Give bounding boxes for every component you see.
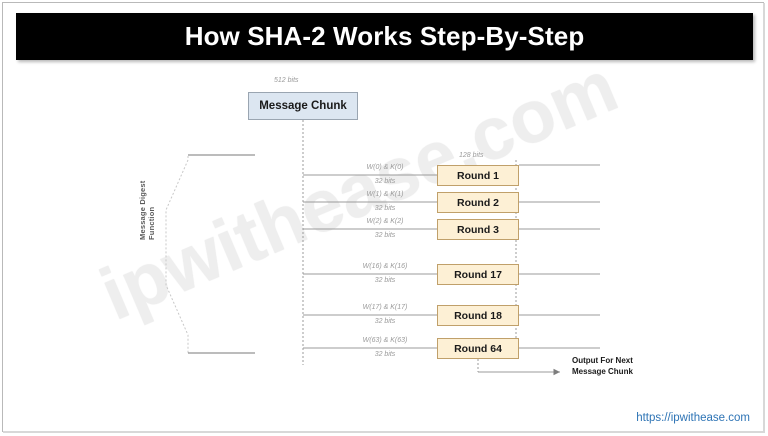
page-title: How SHA-2 Works Step-By-Step [184, 21, 585, 51]
sha2-flow-diagram: Message Chunk 512 bits 128 bits Round 1 … [0, 60, 768, 400]
round-box-17[interactable]: Round 17 [437, 264, 519, 285]
round-bits-label-64: 32 bits [374, 351, 396, 358]
output-caption-line1: Output For Next [572, 356, 633, 365]
round-label: Round 64 [454, 342, 502, 355]
message-digest-brace [165, 154, 255, 354]
round-input-label-1: W(0) & K(0) [366, 164, 404, 171]
diagram-connectors [165, 120, 600, 376]
round-bits-label-2: 32 bits [374, 205, 396, 212]
round-box-64[interactable]: Round 64 [437, 338, 519, 359]
round-input-label-3: W(2) & K(2) [366, 218, 404, 225]
output-caption-line2: Message Chunk [572, 367, 633, 376]
round-label: Round 17 [454, 268, 502, 281]
output-caption: Output For Next Message Chunk [572, 355, 633, 377]
site-url-link[interactable]: https://ipwithease.com [636, 412, 750, 424]
function-label-line2: Function [147, 206, 156, 240]
round-label: Round 1 [457, 169, 499, 182]
round-bits-label-3: 32 bits [374, 232, 396, 239]
round-input-label-18: W(17) & K(17) [362, 304, 408, 311]
message-chunk-box[interactable]: Message Chunk [248, 92, 358, 120]
round-box-3[interactable]: Round 3 [437, 219, 519, 240]
round-box-1[interactable]: Round 1 [437, 165, 519, 186]
round-bits-label-18: 32 bits [374, 318, 396, 325]
title-banner: How SHA-2 Works Step-By-Step [16, 13, 753, 60]
round-input-label-64: W(63) & K(63) [362, 337, 408, 344]
message-digest-function-label: Message Digest Function [138, 181, 156, 241]
round-box-18[interactable]: Round 18 [437, 305, 519, 326]
round-bits-label-17: 32 bits [374, 277, 396, 284]
round-label: Round 2 [457, 196, 499, 209]
round-bits-label-1: 32 bits [374, 178, 396, 185]
message-chunk-size-label: 512 bits [274, 77, 299, 84]
round-label: Round 3 [457, 223, 499, 236]
round-label: Round 18 [454, 309, 502, 322]
state-size-label: 128 bits [459, 152, 484, 159]
function-label-line1: Message Digest [138, 180, 147, 241]
message-chunk-label: Message Chunk [259, 100, 347, 112]
round-input-label-17: W(16) & K(16) [362, 263, 408, 270]
round-input-label-2: W(1) & K(1) [366, 191, 404, 198]
round-box-2[interactable]: Round 2 [437, 192, 519, 213]
slide-frame [2, 2, 764, 432]
